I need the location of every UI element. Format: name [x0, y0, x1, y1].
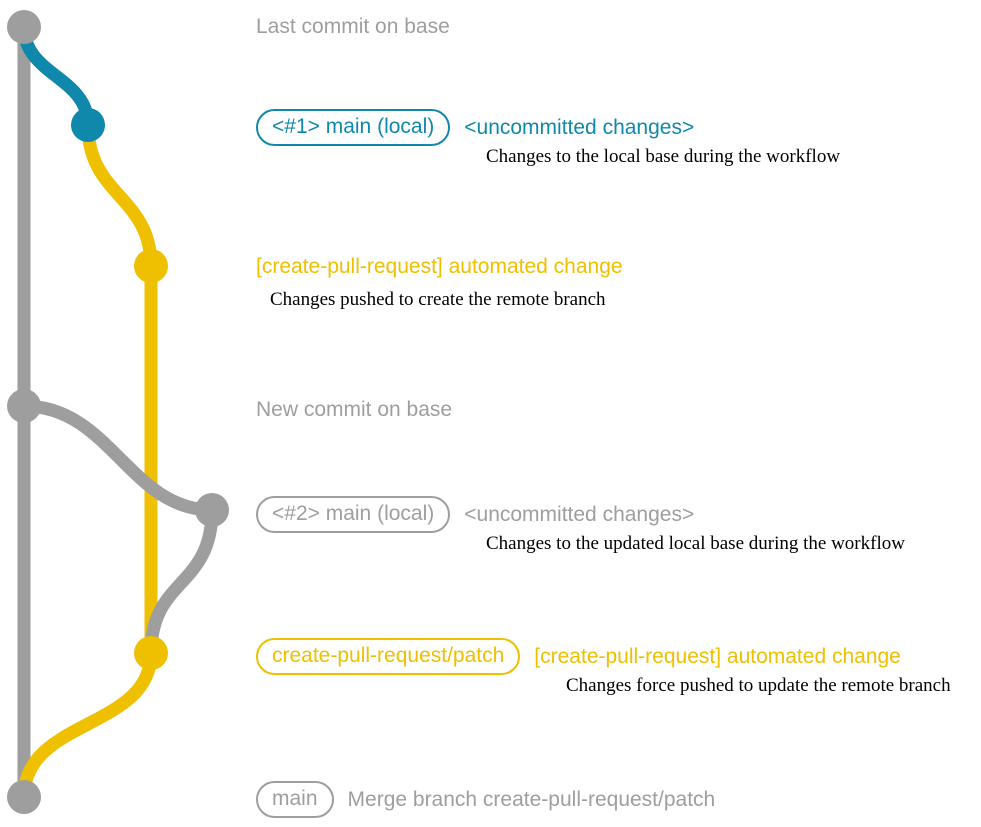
commit-node-remote-2[interactable]	[134, 636, 168, 670]
commit-message-local-2: <uncommitted changes>	[464, 503, 695, 526]
remote-merge-line	[17, 646, 158, 804]
commit-node-base-top[interactable]	[7, 10, 41, 44]
commit-node-local-1[interactable]	[71, 108, 105, 142]
commit-description-local-2: Changes to the updated local base during…	[486, 533, 905, 554]
commit-row-merge: main Merge branch create-pull-request/pa…	[256, 781, 715, 818]
commit-node-base-new[interactable]	[7, 389, 41, 423]
commit-description-local-1: Changes to the local base during the wor…	[486, 146, 841, 167]
commit-description-remote-1: Changes pushed to create the remote bran…	[270, 289, 606, 310]
commit-description-remote-2: Changes force pushed to update the remot…	[566, 675, 951, 696]
remote-branch-line-1	[81, 118, 158, 273]
note-new-commit-on-base: New commit on base	[256, 398, 453, 421]
commit-message-local-1: <uncommitted changes>	[464, 116, 695, 139]
branch-badge-local-1[interactable]: <#1> main (local)	[256, 109, 451, 146]
commit-row-remote-1: [create-pull-request] automated change	[256, 256, 623, 277]
branch-badge-main[interactable]: main	[256, 781, 334, 818]
commit-row-remote-2: create-pull-request/patch [create-pull-r…	[256, 638, 901, 675]
commit-graph	[7, 10, 229, 814]
note-last-commit-on-base: Last commit on base	[256, 15, 450, 38]
commit-message-remote-1: [create-pull-request] automated change	[256, 255, 623, 278]
commit-row-local-2: <#2> main (local) <uncommitted changes>	[256, 496, 694, 533]
commit-message-merge: Merge branch create-pull-request/patch	[347, 788, 716, 811]
commit-node-remote-1[interactable]	[134, 249, 168, 283]
commit-node-local-2[interactable]	[195, 493, 229, 527]
local-branch-line-1	[17, 20, 95, 132]
commit-message-remote-2: [create-pull-request] automated change	[534, 645, 901, 668]
local-branch-line-2	[17, 399, 219, 517]
commit-node-base-merge[interactable]	[7, 780, 41, 814]
local-to-remote-line-2	[144, 503, 219, 660]
branch-badge-remote-2[interactable]: create-pull-request/patch	[256, 638, 521, 675]
commit-row-local-1: <#1> main (local) <uncommitted changes>	[256, 109, 694, 146]
branch-badge-local-2[interactable]: <#2> main (local)	[256, 496, 451, 533]
